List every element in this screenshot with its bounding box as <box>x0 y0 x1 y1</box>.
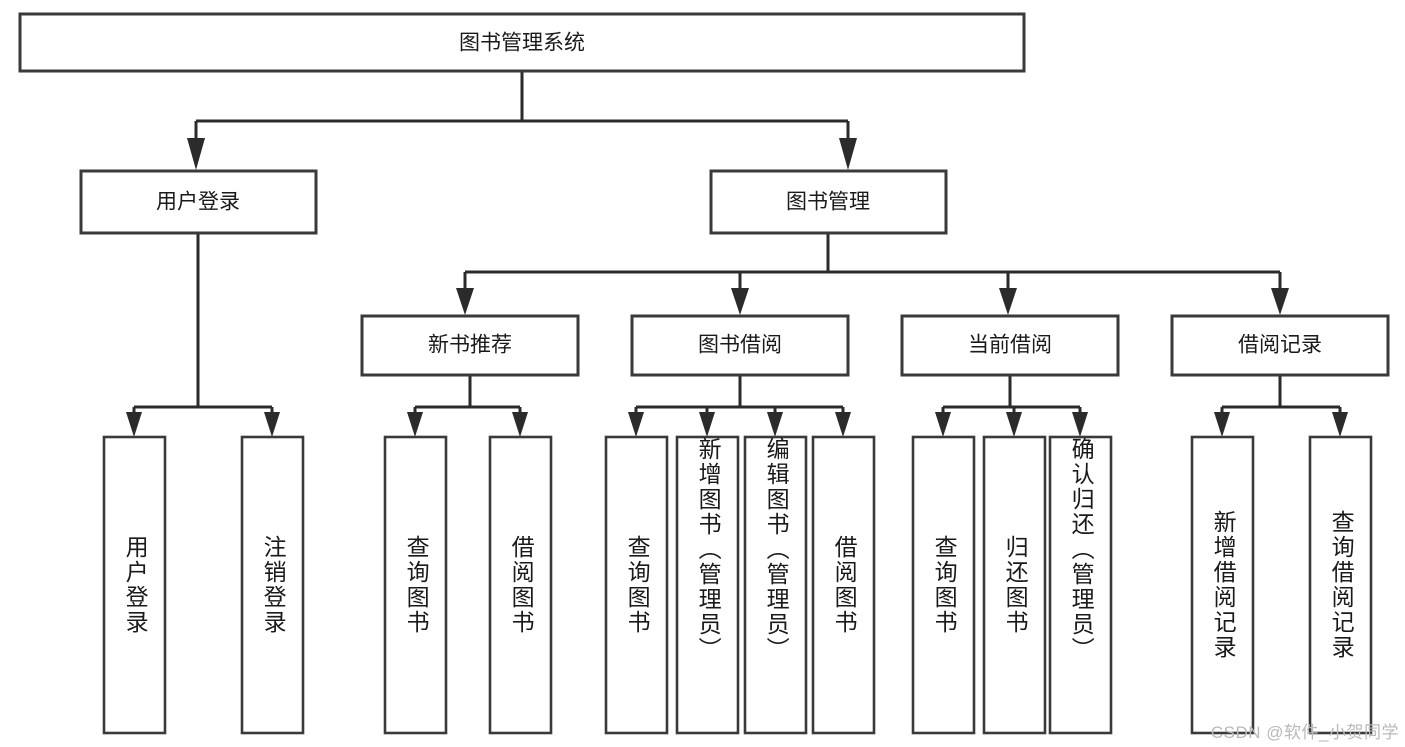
connector-currentborrow-to-leaves <box>935 375 1088 437</box>
node-root-label: 图书管理系统 <box>459 32 585 55</box>
leaf-box-borrow-book-2[interactable] <box>811 435 876 735</box>
leaf-box-add-record[interactable] <box>1190 435 1255 735</box>
connector-newbook-to-leaves <box>407 375 528 437</box>
leaf-box-user-logout[interactable] <box>240 435 305 735</box>
node-book-borrow[interactable]: 图书借阅 <box>630 314 850 377</box>
node-new-book-recommend[interactable]: 新书推荐 <box>360 314 580 377</box>
node-user-login-label: 用户登录 <box>156 191 240 214</box>
connector-bookmanage-to-level3 <box>456 233 1289 315</box>
leaf-box-edit-book[interactable] <box>743 435 808 735</box>
leaf-box-add-book[interactable] <box>675 435 740 735</box>
connector-userlogin-to-leaves <box>126 233 280 437</box>
leaf-box-query-book-3[interactable] <box>911 435 976 735</box>
leaf-box-borrow-book-1[interactable] <box>488 435 553 735</box>
connector-borrowrecord-to-leaves <box>1214 375 1348 437</box>
node-borrow-record-label: 借阅记录 <box>1238 334 1322 357</box>
leaf-box-user-login[interactable] <box>102 435 167 735</box>
node-new-book-recommend-label: 新书推荐 <box>428 334 512 357</box>
leaf-box-query-book-2[interactable] <box>604 435 669 735</box>
node-borrow-record[interactable]: 借阅记录 <box>1170 314 1390 377</box>
node-book-manage[interactable]: 图书管理 <box>709 169 948 235</box>
node-root[interactable]: 图书管理系统 <box>18 12 1026 73</box>
leaf-box-confirm-return[interactable] <box>1048 435 1113 735</box>
leaf-box-return-book[interactable] <box>982 435 1047 735</box>
node-book-borrow-label: 图书借阅 <box>698 334 782 357</box>
connector-bookborrow-to-leaves <box>628 375 851 437</box>
node-book-manage-label: 图书管理 <box>786 191 870 214</box>
node-current-borrow[interactable]: 当前借阅 <box>900 314 1120 377</box>
leaf-box-query-book-1[interactable] <box>383 435 448 735</box>
node-current-borrow-label: 当前借阅 <box>968 334 1052 357</box>
connector-root-to-level2 <box>187 72 857 170</box>
watermark: CSDN @软件_小贺同学 <box>1210 723 1399 742</box>
leaf-box-query-record[interactable] <box>1308 435 1373 735</box>
leaf-boxes <box>102 435 1373 735</box>
node-user-login[interactable]: 用户登录 <box>79 169 318 235</box>
